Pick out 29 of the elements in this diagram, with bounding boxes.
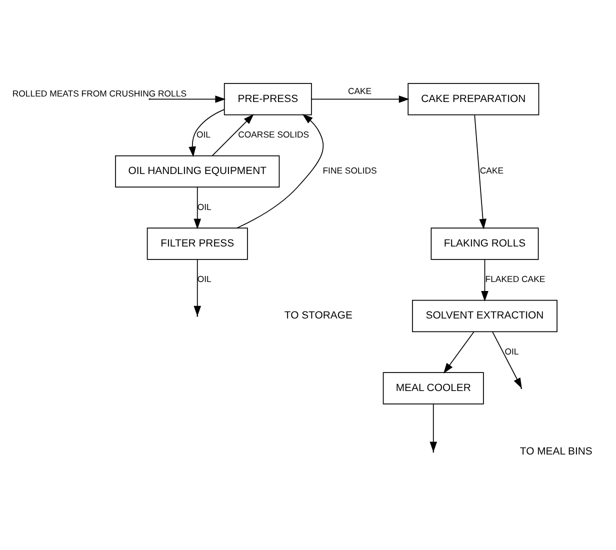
edge-label: COARSE SOLIDS (238, 128, 310, 139)
arrow (212, 114, 254, 156)
node-box: CAKE PREPARATION (408, 82, 540, 115)
arrow (194, 258, 202, 316)
node-box: OIL HANDLING EQUIPMENT (115, 154, 280, 188)
arrow (443, 330, 474, 374)
node-box: FLAKING ROLLS (430, 227, 539, 260)
arrow (150, 95, 226, 102)
node-box: SOLVENT EXTRACTION (412, 299, 558, 332)
edge-label: OIL (504, 346, 519, 356)
edge-label: ROLLED MEATS FROM CRUSHING ROLLS (12, 88, 187, 98)
node-box: PRE-PRESS (224, 82, 312, 115)
edge-label: CAKE (480, 165, 504, 176)
label: TO MEAL BINS (520, 446, 592, 458)
arrow (188, 108, 225, 157)
arrow (236, 114, 324, 228)
arrow (430, 403, 438, 452)
arrow (194, 186, 202, 229)
arrow (492, 330, 522, 388)
arrow (474, 114, 486, 229)
node-box: FILTER PRESS (146, 227, 248, 260)
arrow (481, 258, 488, 301)
edge-label: FINE SOLIDS (322, 165, 377, 176)
label: TO STORAGE (284, 310, 352, 322)
edge-label: CAKE (348, 85, 372, 96)
edge-label: OIL (196, 128, 210, 139)
node-box: MEAL COOLER (382, 372, 484, 404)
edge-label: FLAKED CAKE (485, 274, 546, 284)
arrow (311, 95, 410, 102)
